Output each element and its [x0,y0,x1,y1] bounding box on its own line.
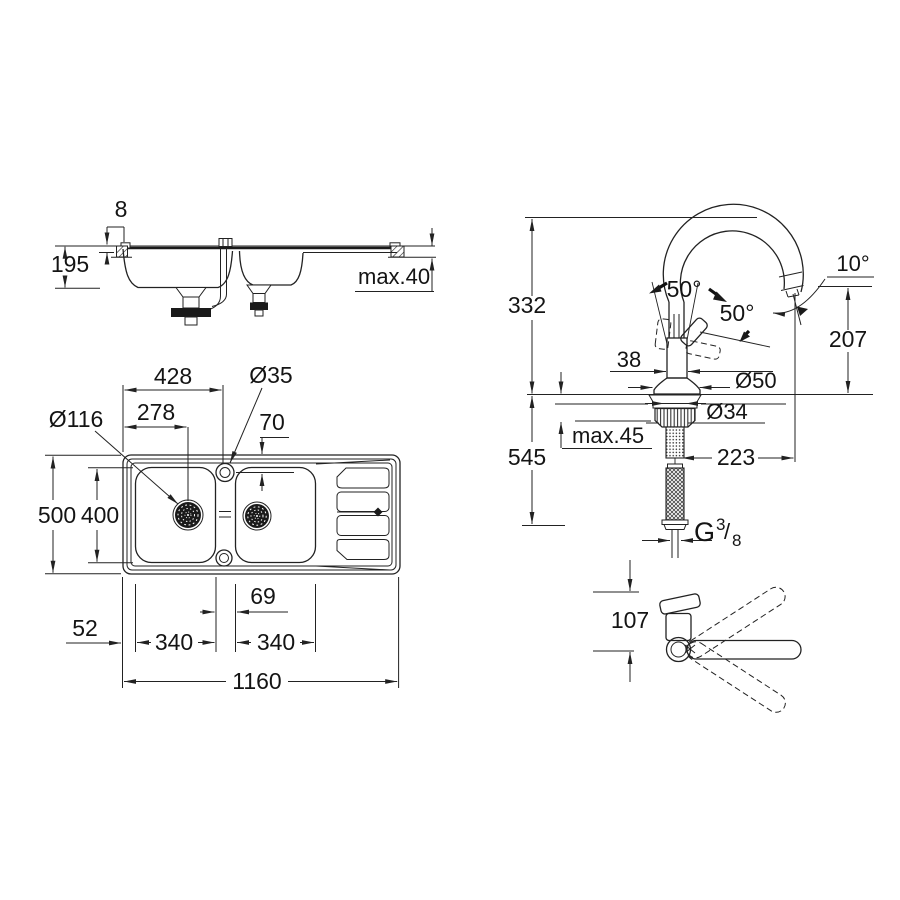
dim-shank-diameter: Ø34 [706,399,748,424]
overflow-pipe [207,248,221,311]
tap-hole-plug-side [218,238,233,247]
dim-lip-height: 8 [115,196,128,222]
spout-position-up [685,586,786,659]
dim-overall-depth: 500 [38,502,76,528]
countertop-section-left [116,245,128,258]
sink-plan-view: 428 278 Ø35 70 Ø116 500 400 [38,362,401,694]
hose-fitting [661,519,689,525]
threaded-shank [665,426,685,459]
faucet-top-view: 107 [593,560,802,713]
countertop-section-right [390,245,405,258]
dim-bowl-depth: 195 [51,251,89,277]
flex-hose [665,467,685,521]
handle-position-front [685,340,721,360]
drain-left [172,499,204,531]
dim-spout-reach: 223 [717,444,755,470]
dim-height-above-deck: 332 [508,292,546,318]
body-top [665,612,692,642]
drain-assembly-left [171,287,211,326]
bowl1-profile [122,248,234,289]
handle-position-back [654,318,672,350]
dim-hole-center: 428 [154,363,192,389]
angle-arrow-left [649,284,662,294]
sink-outline [122,454,401,575]
tap-hole [215,462,235,483]
dim-bowl-length: 400 [81,502,119,528]
bowl-left [134,466,217,564]
dim-overall-length: 1160 [232,668,281,694]
dim-hole-offset: 70 [259,409,285,435]
escutcheon [648,394,702,404]
spout-position-down [686,641,786,713]
drain-assembly-right [246,284,272,317]
dim-bowl2-width: 340 [257,629,295,655]
dim-deck-thickness: max.45 [572,423,644,448]
angle-arrow-mid [713,291,727,302]
sink-side-view: 8 195 max.40 [51,196,436,326]
dim-counter-thickness: max.40 [358,264,430,289]
drainboard [315,459,391,571]
dim-outlet-angle: 10° [836,251,869,276]
dim-thread-prefix: G [694,517,715,547]
spout-top [686,639,802,660]
spout-outer [662,203,804,303]
handle-lever [680,317,708,347]
dim-swing-back: 50° [667,276,702,302]
dim-outlet-height: 207 [829,326,867,352]
slope-arrow [373,507,383,517]
dim-swivel-offset: 107 [611,607,649,633]
dim-left-margin: 52 [72,615,98,641]
dim-hole-diameter: Ø35 [249,362,292,388]
dim-drain-diameter: Ø116 [49,406,104,432]
dim-body-width: 38 [617,347,641,372]
drain-right [242,501,272,531]
faucet-side-view: 332 545 max.45 [508,203,874,558]
bowl2-profile [238,250,304,286]
accessory-hole [215,549,233,567]
mounting-nut [654,407,696,428]
dim-thread-slash: / [724,519,731,544]
dim-base-diameter: Ø50 [735,368,777,393]
dim-thread-numerator: 3 [716,515,725,534]
dim-swing-front: 50° [720,300,755,326]
handle-top [659,593,701,615]
dim-drain-center: 278 [137,399,175,425]
bowl-right [234,466,317,564]
angle-arrow-right [739,331,750,342]
dim-bowl-gap: 69 [250,583,276,609]
spout-inner [679,230,786,303]
dim-hose-length: 545 [508,444,546,470]
faucet-base [653,377,701,395]
outlet-angle-arrow [797,306,808,316]
dim-bowl1-width: 340 [155,629,193,655]
dim-thread-denominator: 8 [732,531,741,550]
